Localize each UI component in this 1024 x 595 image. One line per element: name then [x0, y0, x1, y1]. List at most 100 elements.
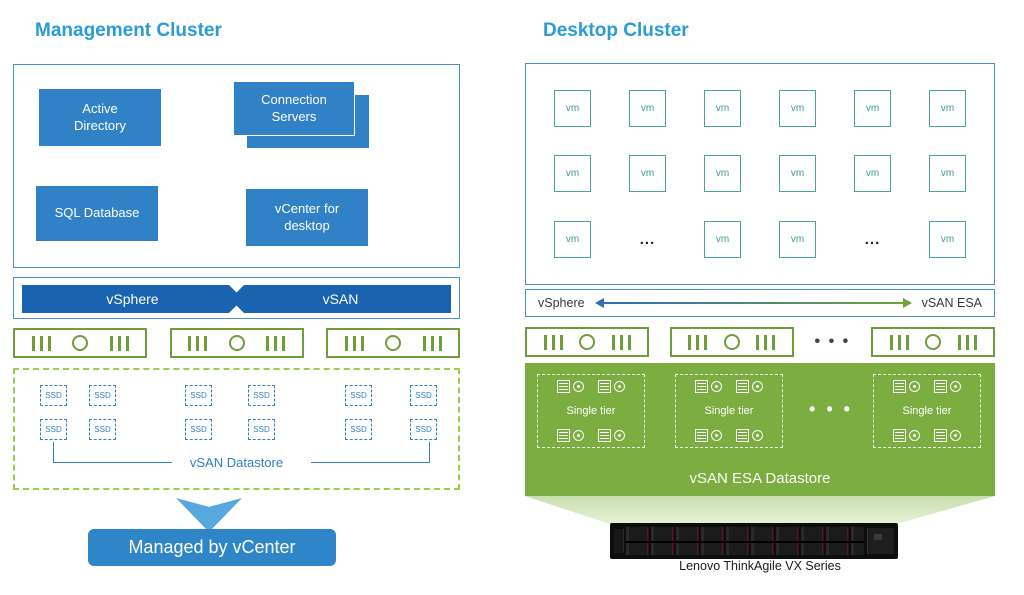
vm-icon: vm — [779, 220, 816, 258]
ellipsis: ... — [864, 230, 881, 248]
connection-servers-box: Connection Servers — [233, 81, 355, 136]
server-node-icon — [871, 327, 995, 357]
vcenter-for-desktop-box: vCenter for desktop — [246, 189, 368, 246]
disk-icon — [557, 429, 584, 442]
desktop-cluster-title: Desktop Cluster — [543, 20, 689, 41]
disk-icon — [695, 380, 722, 393]
connector-line — [311, 442, 430, 463]
ssd-icon: SSD — [89, 385, 116, 406]
down-arrow-icon — [176, 498, 242, 532]
ssd-icon: SSD — [185, 385, 212, 406]
vsan-esa-datastore-label: vSAN ESA Datastore — [689, 470, 831, 487]
server-bars-icon — [186, 335, 210, 351]
single-tier-label: Single tier — [902, 405, 952, 417]
vm-row: vm vm vm vm vm vm — [526, 155, 994, 193]
disk-icon — [893, 380, 920, 393]
server-bars-icon — [342, 335, 366, 351]
server-bars-icon — [264, 335, 288, 351]
vsan-esa-datastore-box: Single tier Single tier • • • Single — [525, 363, 995, 496]
server-bars-icon — [29, 335, 53, 351]
disk-icon — [598, 429, 625, 442]
hardware-caption: Lenovo ThinkAgile VX Series — [679, 559, 841, 573]
server-circle-icon — [579, 334, 595, 350]
ellipsis: ... — [639, 230, 656, 248]
disk-icon — [736, 380, 763, 393]
vsan-esa-label: vSAN ESA — [921, 296, 982, 310]
management-cluster-title: Management Cluster — [35, 20, 222, 41]
vsan-datastore-label: vSAN Datastore — [189, 455, 284, 470]
ssd-icon: SSD — [89, 419, 116, 440]
disk-row — [695, 380, 763, 393]
vsan-ribbon: vSAN — [230, 285, 451, 313]
vm-icon: vm — [929, 220, 966, 258]
disk-icon — [598, 380, 625, 393]
server-bars-icon — [754, 334, 778, 350]
vm-icon: vm — [554, 155, 591, 193]
vsan-datastore-box: SSD SSD SSD SSD SSD SSD SSD SSD SSD SSD … — [13, 368, 460, 490]
ssd-group: SSD SSD SSD SSD — [185, 385, 275, 440]
vsphere-ribbon: vSphere — [22, 285, 243, 313]
ellipsis: • • • — [814, 333, 851, 350]
server-circle-icon — [723, 334, 740, 350]
server-bars-icon — [955, 334, 979, 350]
ssd-icon: SSD — [345, 419, 372, 440]
server-node-icon — [326, 328, 460, 358]
vm-row: vm ... vm vm ... vm — [526, 220, 994, 258]
management-hosts-row — [13, 328, 460, 360]
single-tier-group: Single tier — [537, 374, 645, 448]
disk-row — [893, 380, 961, 393]
ssd-icon: SSD — [345, 385, 372, 406]
ssd-icon: SSD — [185, 419, 212, 440]
server-node-icon — [13, 328, 147, 358]
double-arrow-icon — [594, 298, 912, 308]
ssd-icon: SSD — [40, 419, 67, 440]
vm-icon: vm — [629, 90, 666, 128]
management-cluster-box: Active Directory Connection Servers SQL … — [13, 64, 460, 268]
ssd-icon: SSD — [410, 419, 437, 440]
ssd-icon: SSD — [40, 385, 67, 406]
disk-icon — [934, 429, 961, 442]
server-bars-icon — [609, 334, 633, 350]
arrowhead-left-icon — [594, 298, 604, 308]
vm-row: vm vm vm vm vm vm — [526, 90, 994, 128]
server-node-icon — [669, 327, 794, 357]
server-bars-icon — [107, 335, 131, 351]
ssd-group: SSD SSD SSD SSD — [345, 385, 437, 440]
sql-database-label: SQL Database — [54, 205, 140, 221]
vsphere-vsanesa-layer-bar: vSphere vSAN ESA — [525, 289, 995, 317]
server-io-panel — [867, 528, 894, 554]
ssd-group: SSD SSD SSD SSD — [40, 385, 116, 440]
single-tier-group: Single tier — [675, 374, 783, 448]
arrow-line — [603, 301, 903, 305]
connection-servers-label: Connection Servers — [261, 91, 327, 124]
active-directory-label: Active Directory — [73, 100, 126, 133]
vm-icon: vm — [929, 155, 966, 193]
vm-icon: vm — [554, 90, 591, 128]
vm-icon: vm — [704, 220, 741, 258]
vsan-label: vSAN — [322, 291, 359, 307]
vsphere-label: vSphere — [106, 291, 159, 307]
disk-icon — [695, 429, 722, 442]
disk-icon — [736, 429, 763, 442]
single-tier-group: Single tier — [873, 374, 981, 448]
vsphere-label: vSphere — [538, 296, 585, 310]
arrowhead-right-icon — [902, 298, 912, 308]
server-circle-icon — [925, 334, 941, 350]
ssd-icon: SSD — [248, 419, 275, 440]
server-node-icon — [169, 328, 304, 358]
desktop-cluster-box: vm vm vm vm vm vm vm vm vm vm vm vm vm .… — [525, 63, 995, 285]
disk-icon — [934, 380, 961, 393]
server-bars-icon — [541, 334, 565, 350]
ssd-icon: SSD — [248, 385, 275, 406]
vm-icon: vm — [779, 155, 816, 193]
vm-icon: vm — [929, 90, 966, 128]
single-tier-label: Single tier — [704, 405, 754, 417]
vcenter-for-desktop-label: vCenter for desktop — [274, 200, 340, 233]
server-bars-icon — [686, 334, 710, 350]
managed-by-vcenter-label: Managed by vCenter — [128, 537, 296, 557]
disk-row — [557, 429, 625, 442]
vm-icon: vm — [854, 155, 891, 193]
server-bars-icon — [420, 335, 444, 351]
ssd-icon: SSD — [410, 385, 437, 406]
